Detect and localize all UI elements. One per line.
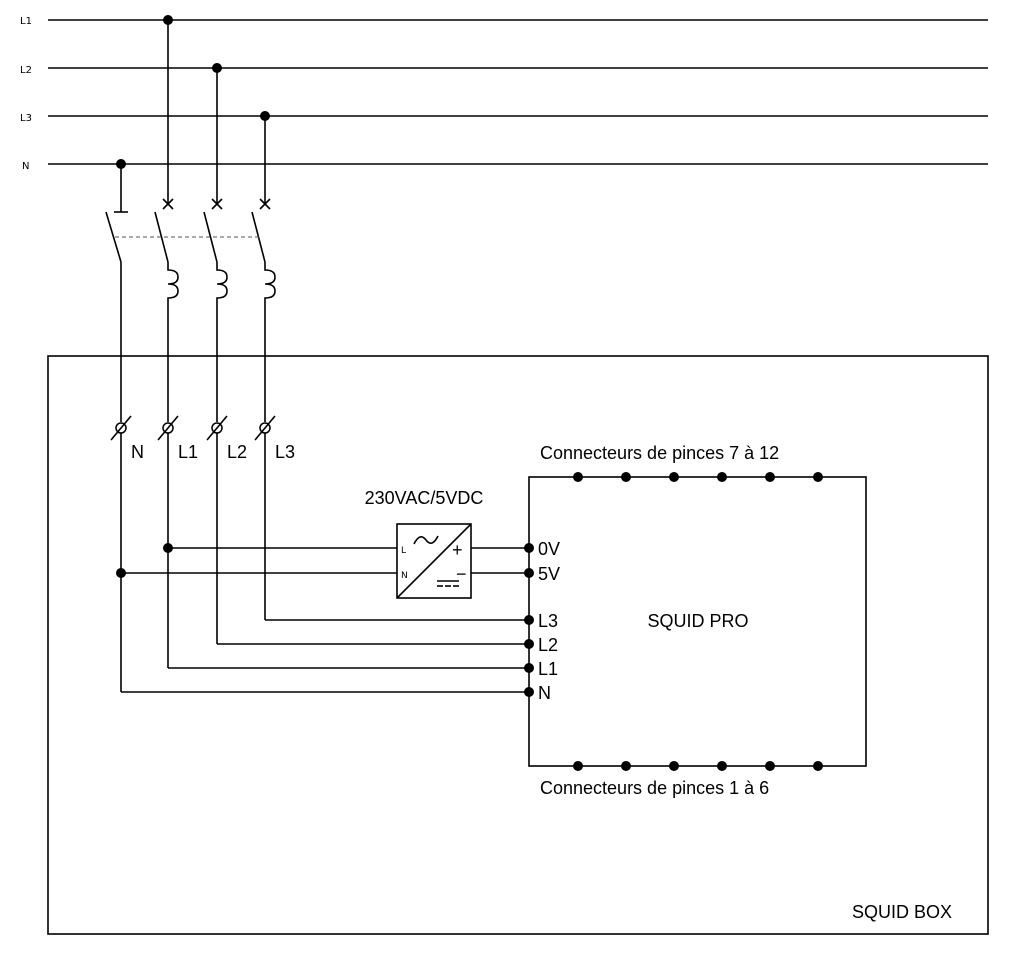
psu-title: 230VAC/5VDC	[365, 488, 484, 508]
breaker-pole-n-contact	[105, 211, 122, 263]
clamp-connector-1	[573, 761, 583, 771]
terminal-l2	[206, 415, 228, 644]
ac-symbol-icon	[413, 535, 439, 545]
input-dot-0v	[524, 543, 534, 553]
input-dot-l3	[524, 615, 534, 625]
bottom-connector-dots	[573, 761, 823, 771]
terminal-label-n: N	[131, 442, 144, 462]
input-dot-n	[524, 687, 534, 697]
terminal-label-l1: L1	[178, 442, 198, 462]
input-dot-l2	[524, 639, 534, 649]
terminal-label-l2: L2	[227, 442, 247, 462]
input-label-l2: L2	[538, 635, 558, 655]
psu-output-minus: −	[456, 564, 467, 584]
device-name: SQUID PRO	[647, 611, 748, 631]
psu-input-n: N	[401, 571, 408, 581]
input-label-l3: L3	[538, 611, 558, 631]
psu-input-l: L	[401, 546, 406, 556]
clamp-connector-8	[621, 472, 631, 482]
breaker-pole-l3-coil	[264, 262, 276, 422]
clamp-connector-2	[621, 761, 631, 771]
bus-bars: L1 L2 L3 N	[20, 15, 988, 172]
breaker-pole-l2-coil	[216, 262, 228, 422]
clamp-connector-11	[765, 472, 775, 482]
squid-pro-device: Connecteurs de pinces 7 à 12 Connecteurs…	[524, 443, 867, 798]
clamp-connector-6	[813, 761, 823, 771]
clamp-connector-9	[669, 472, 679, 482]
clamp-connector-5	[765, 761, 775, 771]
input-label-l1: L1	[538, 659, 558, 679]
terminal-n	[110, 415, 132, 692]
bus-label-l1: L1	[20, 16, 32, 27]
top-connectors-label: Connecteurs de pinces 7 à 12	[540, 443, 779, 463]
power-supply: 230VAC/5VDC L N + −	[365, 488, 484, 599]
psu-output-plus: +	[452, 540, 463, 560]
enclosure-label: SQUID BOX	[852, 902, 952, 922]
psu-box	[396, 523, 472, 599]
terminal-block: N L1 L2 L3	[110, 415, 295, 692]
input-dot-l1	[524, 663, 534, 673]
input-terminals: 0V 5V L3 L2 L1 N	[524, 539, 560, 703]
breaker-pole-l1-coil	[167, 262, 179, 422]
bus-label-l3: L3	[20, 113, 32, 124]
bottom-connectors-label: Connecteurs de pinces 1 à 6	[540, 778, 769, 798]
input-label-0v: 0V	[538, 539, 560, 559]
terminal-l3	[254, 415, 276, 620]
terminal-label-l3: L3	[275, 442, 295, 462]
dc-symbol-icon	[437, 580, 459, 587]
circuit-breaker	[105, 20, 276, 422]
top-connector-dots	[573, 472, 823, 482]
terminal-l1	[157, 415, 179, 668]
internal-wiring	[116, 543, 529, 693]
input-label-5v: 5V	[538, 564, 560, 584]
clamp-connector-4	[717, 761, 727, 771]
clamp-connector-12	[813, 472, 823, 482]
bus-label-n: N	[22, 161, 29, 172]
clamp-connector-3	[669, 761, 679, 771]
clamp-connector-7	[573, 472, 583, 482]
input-dot-5v	[524, 568, 534, 578]
input-label-n: N	[538, 683, 551, 703]
squid-box-enclosure	[47, 355, 989, 935]
bus-label-l2: L2	[20, 65, 32, 76]
clamp-connector-10	[717, 472, 727, 482]
